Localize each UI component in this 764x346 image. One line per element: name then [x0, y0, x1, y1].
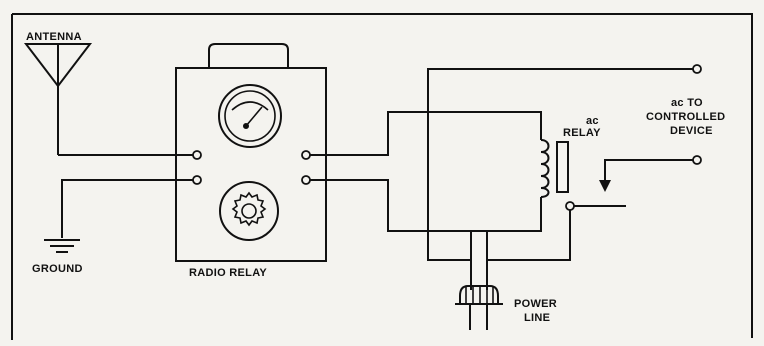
output-terminal-1 — [301, 150, 311, 160]
ground-symbol — [44, 179, 194, 253]
relay-contact-arrow — [604, 159, 693, 182]
antenna-label: ANTENNA — [26, 31, 82, 43]
antenna-symbol — [23, 43, 93, 155]
carry-handle — [208, 43, 289, 68]
meter-dial — [218, 84, 282, 148]
radio-relay-label: RADIO RELAY — [189, 267, 267, 279]
ground-label: GROUND — [32, 263, 83, 275]
relay-contact-arrowhead — [599, 180, 611, 192]
ac-relay-label-line2: RELAY — [563, 127, 601, 139]
diagram-border — [12, 13, 753, 338]
controlled-device-terminal-2 — [692, 155, 702, 165]
controlled-device-terminal-1 — [692, 64, 702, 74]
ac-relay-label-line1: ac — [586, 115, 599, 127]
controlled-device-label-line3: DEVICE — [670, 125, 713, 137]
power-line-label-line2: LINE — [524, 312, 550, 324]
controlled-device-label-line1: ac TO — [671, 97, 703, 109]
ground-terminal — [192, 175, 202, 185]
tuning-knob — [219, 181, 279, 241]
relay-coil — [540, 139, 550, 198]
power-return-wire — [487, 210, 571, 261]
relay-contact-terminal — [565, 201, 575, 211]
output-terminal-2 — [301, 175, 311, 185]
antenna-terminal — [192, 150, 202, 160]
radio-relay-box — [175, 43, 327, 262]
power-feed-wire — [427, 68, 693, 261]
coil-wire-top — [310, 111, 542, 156]
relay-armature — [556, 141, 569, 193]
power-line-label-line1: POWER — [514, 298, 557, 310]
power-plug — [455, 285, 503, 330]
controlled-device-label-line2: CONTROLLED — [646, 111, 725, 123]
coil-wire-bottom — [310, 179, 542, 232]
